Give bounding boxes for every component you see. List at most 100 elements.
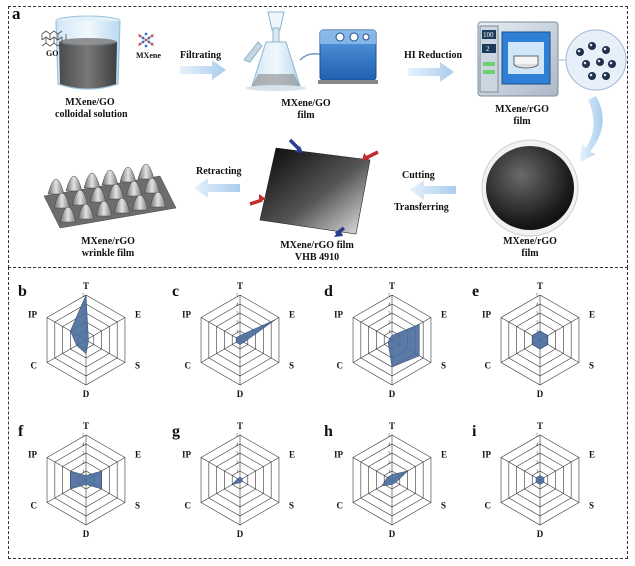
radar-tick-label: 3 [536, 452, 539, 457]
radar-axis-label-s: S [289, 501, 294, 511]
panel-letter-f: f [18, 423, 24, 440]
radar-axis-label-s: S [135, 501, 140, 511]
radar-tick-label: 5 [536, 434, 539, 439]
radar-tick-label: 1 [536, 470, 539, 475]
arrow-hi-reduction [408, 62, 454, 82]
oven-illustration [477, 21, 559, 97]
radar-axis-label-ip: IP [334, 310, 344, 320]
panel-letter-h: h [324, 423, 333, 440]
radar-axis-label-t: T [389, 421, 395, 431]
label-retracting: Retracting [196, 166, 242, 177]
radar-tick-label: 2 [536, 321, 539, 326]
label-cutting: Cutting [402, 170, 435, 181]
radar-tick-label: 4 [236, 443, 239, 448]
mxene-label: MXene [136, 51, 161, 60]
radar-spoke [239, 457, 280, 481]
radar-spoke [352, 317, 393, 341]
radar-axis-label-e: E [441, 310, 447, 320]
radar-axis-label-e: E [589, 310, 595, 320]
radar-data-area [235, 319, 276, 345]
radar-axis-label-d: D [237, 389, 244, 399]
radar-axis-label-e: E [135, 310, 141, 320]
radar-tick-label: 1 [388, 470, 391, 475]
radar-spoke [500, 479, 541, 503]
oven-display-1: 100 [483, 31, 494, 39]
radar-tick-label: 5 [82, 294, 85, 299]
radar-axis-label-ip: IP [28, 310, 38, 320]
radar-axis-label-e: E [589, 450, 595, 460]
radar-spoke [239, 479, 280, 503]
radar-data-area [381, 470, 409, 487]
panel-letter-b: b [18, 283, 27, 300]
zoom-circle [556, 29, 627, 91]
radar-tick-label: 2 [236, 321, 239, 326]
radar-axis-label-c: C [31, 501, 38, 511]
radar-axis-label-s: S [589, 501, 594, 511]
radar-data-area [387, 323, 420, 368]
radar-axis-label-ip: IP [334, 450, 344, 460]
radar-tick-label: 4 [536, 303, 539, 308]
arrow-filtrating [180, 60, 226, 80]
radar-axis-label-ip: IP [482, 450, 492, 460]
panel-letter-d: d [324, 283, 333, 300]
oven-display-2: 2 [486, 45, 490, 53]
radar-data-area [531, 330, 549, 350]
radar-axis-label-t: T [389, 281, 395, 291]
radar-spoke [539, 479, 580, 503]
label-hi-reduction: HI Reduction [404, 50, 463, 61]
radar-axis-label-c: C [485, 361, 492, 371]
reduced-film-caption-line1: MXene/rGO [495, 104, 549, 115]
radar-tick-label: 3 [236, 452, 239, 457]
radar-tick-label: 1 [388, 330, 391, 335]
radar-tick-label: 2 [388, 321, 391, 326]
radar-tick-label: 3 [388, 452, 391, 457]
reduced-film-caption-line2: film [513, 116, 531, 127]
radar-tick-label: 1 [82, 470, 85, 475]
radar-spoke [391, 479, 432, 503]
vhb-film-caption-line2: VHB 4910 [294, 252, 340, 263]
round-film-caption-line1: MXene/rGO [503, 236, 557, 247]
filtration-apparatus [243, 11, 326, 91]
radar-tick-label: 2 [536, 461, 539, 466]
radar-tick-label: 4 [388, 443, 391, 448]
go-lattice-icon [41, 30, 67, 47]
mxene-lattice-icon [137, 32, 155, 48]
radar-charts: 12345TESDCIPb12345TESDCIPc12345TESDCIPd1… [18, 281, 595, 539]
radar-axis-label-ip: IP [182, 310, 192, 320]
radar-tick-label: 2 [388, 461, 391, 466]
radar-tick-label: 5 [536, 294, 539, 299]
radar-axis-label-d: D [389, 529, 396, 539]
radar-chart-b: 12345TESDCIPb [18, 281, 141, 399]
wrinkle-film-caption-line2: wrinkle film [81, 248, 135, 259]
radar-tick-label: 2 [82, 461, 85, 466]
panel-letter-c: c [172, 283, 179, 300]
radar-spoke [239, 339, 280, 363]
radar-chart-e: 12345TESDCIPe [472, 281, 595, 399]
arrow-curve-down [580, 96, 603, 162]
radar-axis-label-s: S [289, 361, 294, 371]
filter-film-caption-line1: MXene/GO [281, 98, 331, 109]
radar-data-area [231, 476, 243, 486]
vacuum-pump [318, 29, 378, 84]
radar-axis-label-t: T [537, 281, 543, 291]
radar-axis-label-c: C [485, 501, 492, 511]
radar-axis-label-e: E [289, 450, 295, 460]
radar-axis-label-ip: IP [482, 310, 492, 320]
radar-data-area [535, 475, 545, 485]
radar-axis-label-d: D [83, 529, 90, 539]
radar-tick-label: 5 [236, 434, 239, 439]
radar-axis-label-d: D [537, 529, 544, 539]
vhb-film-caption-line1: MXene/rGO film [280, 240, 354, 251]
radar-spoke [200, 457, 241, 481]
round-film-caption: MXene/rGO film [500, 236, 560, 260]
vhb-film-caption: MXene/rGO film VHB 4910 [272, 240, 362, 264]
radar-axis-label-t: T [237, 281, 243, 291]
radar-axis-label-c: C [31, 361, 38, 371]
radar-spoke [200, 317, 241, 341]
radar-tick-label: 5 [388, 294, 391, 299]
radar-axis-label-d: D [389, 389, 396, 399]
